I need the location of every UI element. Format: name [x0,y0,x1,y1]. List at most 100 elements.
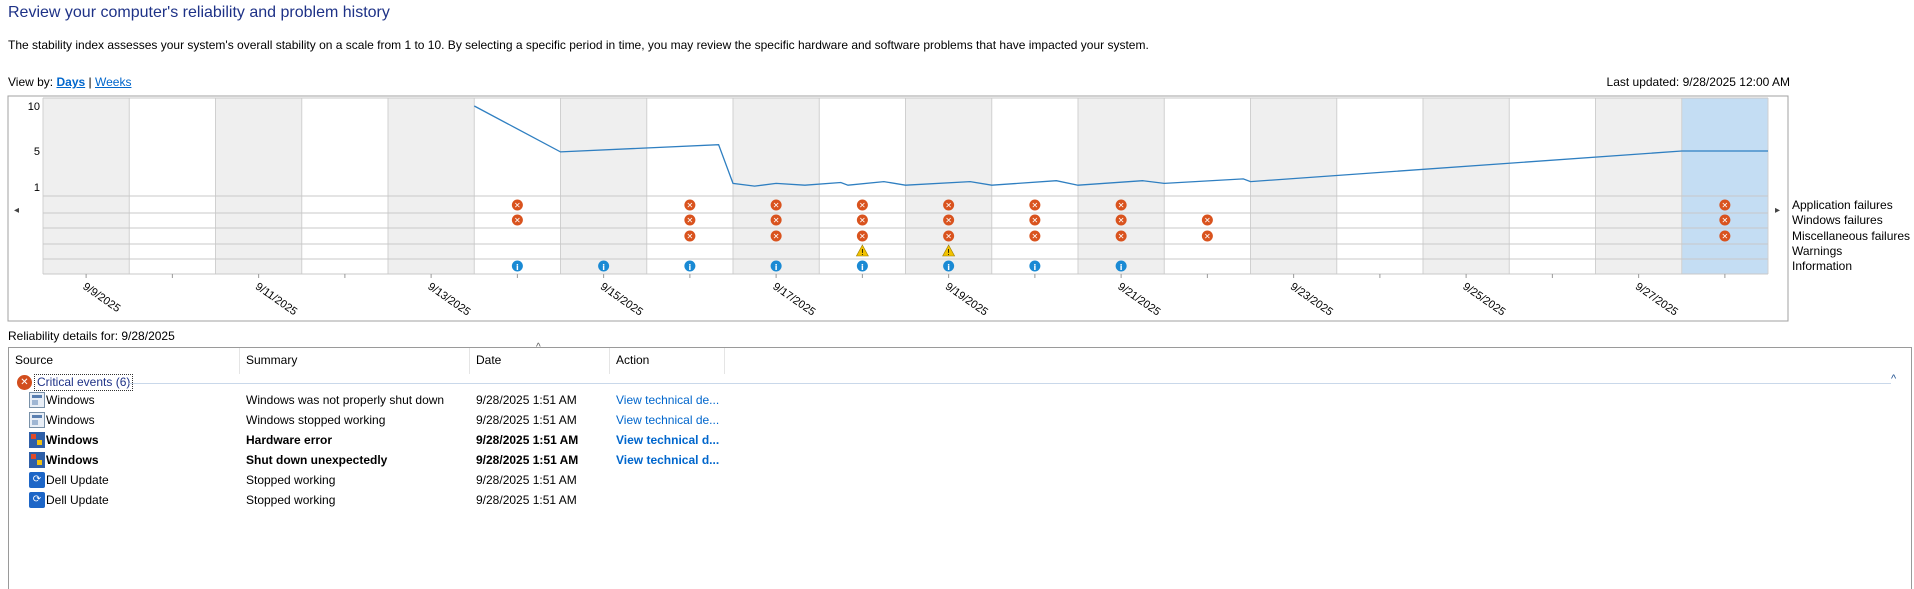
error-icon[interactable] [770,230,782,242]
last-updated: Last updated: 9/28/2025 12:00 AM [1606,75,1790,89]
error-icon[interactable] [1201,230,1213,242]
view-weeks-link[interactable]: Weeks [94,75,132,89]
info-icon[interactable] [511,260,523,272]
row-action-link[interactable]: View technical d... [616,453,720,467]
info-icon[interactable] [1029,260,1041,272]
row-action-link[interactable]: View technical d... [616,433,720,447]
error-icon[interactable] [943,214,955,226]
view-by-label: View by: [8,75,54,89]
day-column[interactable] [388,98,475,274]
error-icon[interactable] [684,199,696,211]
info-icon[interactable] [684,260,696,272]
error-icon-glyph: ✕ [773,201,780,210]
error-icon[interactable] [1719,214,1731,226]
error-icon-glyph: ✕ [773,216,780,225]
error-icon[interactable] [1115,199,1127,211]
error-icon-glyph: ✕ [1204,216,1211,225]
error-icon-glyph: ✕ [945,216,952,225]
collapse-group-icon[interactable]: ^ [1891,373,1897,385]
error-icon-glyph: ✕ [945,232,952,241]
error-icon[interactable] [856,214,868,226]
error-icon[interactable] [856,199,868,211]
row-source: Windows [46,453,99,467]
error-icon[interactable] [1115,214,1127,226]
day-column[interactable] [301,98,388,274]
reliability-details-list[interactable]: Source Summary Date ^ Action ✕ Critical … [8,342,1912,589]
info-icon-glyph: i [1120,263,1123,272]
row-summary: Shut down unexpectedly [246,453,388,467]
error-icon[interactable] [684,214,696,226]
error-icon-glyph: ✕ [514,216,521,225]
error-icon[interactable] [1029,199,1041,211]
day-column[interactable] [1336,98,1423,274]
row-label: Miscellaneous failures [1792,229,1910,243]
scroll-left-icon[interactable]: ◂ [14,205,19,216]
day-column[interactable] [1509,98,1596,274]
error-icon[interactable] [770,214,782,226]
row-date: 9/28/2025 1:51 AM [476,433,579,447]
row-date: 9/28/2025 1:51 AM [476,453,579,467]
info-icon[interactable] [770,260,782,272]
info-icon[interactable] [856,260,868,272]
warning-icon[interactable] [942,244,956,257]
row-action-link[interactable]: View technical de... [616,393,720,407]
error-icon[interactable] [1201,214,1213,226]
error-icon[interactable] [511,199,523,211]
row-summary: Windows was not properly shut down [246,393,445,407]
day-column[interactable] [1681,98,1768,274]
table-row[interactable]: Windows Shut down unexpectedly 9/28/2025 1… [9,450,1889,470]
error-icon[interactable] [511,214,523,226]
day-column[interactable] [215,98,302,274]
error-icon[interactable] [856,230,868,242]
error-icon[interactable] [684,230,696,242]
info-icon[interactable] [943,260,955,272]
error-icon[interactable] [1029,214,1041,226]
column-date[interactable]: Date [476,353,502,367]
day-column[interactable] [991,98,1078,274]
day-column[interactable] [474,98,561,274]
day-column[interactable] [129,98,216,274]
day-column[interactable] [1078,98,1165,274]
warning-icon[interactable] [855,244,869,257]
error-icon[interactable] [1029,230,1041,242]
y-tick-label: 1 [34,182,40,194]
scroll-right-icon[interactable]: ▸ [1775,205,1780,216]
day-column[interactable] [1250,98,1337,274]
error-icon[interactable] [1115,230,1127,242]
day-column[interactable] [1164,98,1251,274]
info-icon[interactable] [598,260,610,272]
column-summary[interactable]: Summary [246,353,298,367]
day-column[interactable] [43,98,130,274]
error-icon-glyph: ✕ [1032,232,1039,241]
error-icon-glyph: ✕ [945,201,952,210]
info-icon[interactable] [1115,260,1127,272]
warning-icon-glyph: ! [861,248,864,257]
critical-events-label[interactable]: Critical events (6) [34,374,134,391]
day-column[interactable] [1423,98,1510,274]
error-icon-glyph: ✕ [859,201,866,210]
error-icon[interactable] [943,199,955,211]
column-source[interactable]: Source [15,353,54,367]
error-icon[interactable] [943,230,955,242]
row-source: Dell Update [46,473,109,487]
error-icon[interactable] [1719,199,1731,211]
stability-index-line [473,105,1768,187]
warning-icon-glyph: ! [947,248,950,257]
view-days-link[interactable]: Days [56,75,86,89]
day-column[interactable] [733,98,820,274]
column-action[interactable]: Action [616,353,650,367]
row-label: Windows failures [1792,213,1883,227]
row-summary: Stopped working [246,473,336,487]
error-icon[interactable] [1719,230,1731,242]
row-action-link[interactable]: View technical de... [616,413,720,427]
day-column[interactable] [646,98,733,274]
day-column[interactable] [1595,98,1682,274]
error-icon[interactable] [770,199,782,211]
day-column[interactable] [560,98,647,274]
